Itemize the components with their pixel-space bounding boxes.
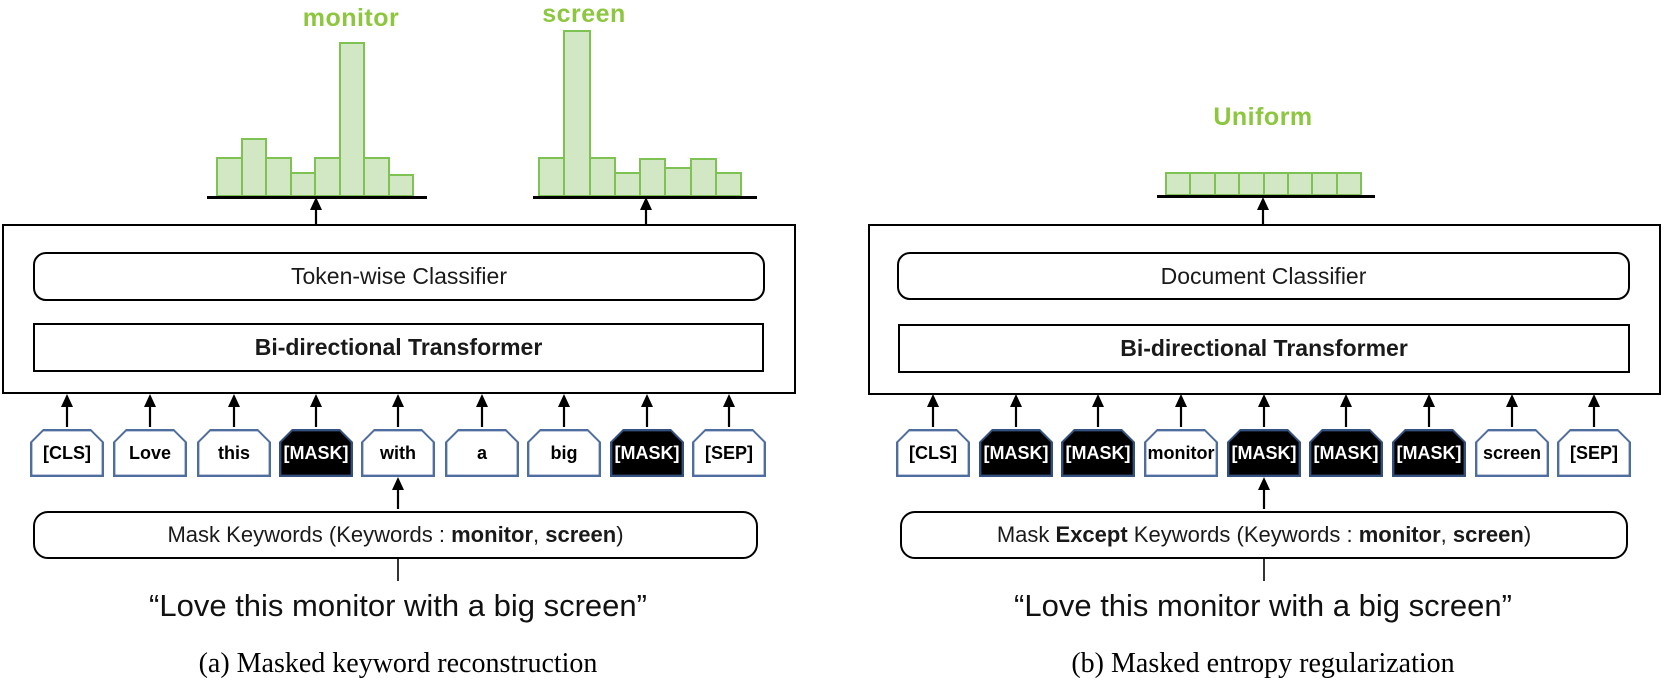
hist-bar: [1262, 172, 1289, 196]
hist-bar: [1311, 172, 1338, 196]
hist-bar: [1335, 172, 1362, 196]
mask-text: Mask: [996, 522, 1056, 547]
input-sentence-b: “Love this monitor with a big screen”: [1014, 588, 1512, 623]
hist-bar: [314, 156, 341, 197]
hist-bar: [538, 156, 566, 197]
mask-except-keywords-box: Mask Except Keywords (Keywords : monitor…: [900, 511, 1628, 559]
hist-bar: [1213, 172, 1241, 196]
hist-bar: [387, 173, 414, 197]
token-a-mask-2: [MASK]: [610, 429, 684, 477]
token-label: [MASK]: [614, 442, 680, 463]
histogram-uniform-baseline: [1157, 195, 1375, 198]
mask-text-bold: Except: [1055, 522, 1128, 547]
token-b-screen: screen: [1475, 429, 1549, 477]
hist-bar: [363, 156, 390, 197]
token-a-a: a: [445, 429, 519, 477]
hist-bar: [1286, 172, 1314, 196]
keyword-screen: screen: [1452, 522, 1524, 547]
hist-bar: [1165, 172, 1192, 196]
token-label: Love: [128, 442, 171, 463]
token-a-mask-1: [MASK]: [279, 429, 353, 477]
token-a-this: this: [197, 429, 271, 477]
mask-text: ): [1523, 522, 1532, 547]
transformer-box-a: Bi-directional Transformer: [33, 323, 764, 372]
token-label: [MASK]: [1231, 442, 1297, 463]
token-a-cls: [CLS]: [30, 429, 104, 477]
mask-text: ,: [533, 522, 546, 547]
mask-text: Keywords (Keywords :: [1127, 522, 1359, 547]
token-label: [CLS]: [43, 442, 91, 463]
hist-bar: [714, 171, 742, 197]
token-label: [SEP]: [1569, 442, 1618, 463]
token-label: [MASK]: [983, 442, 1049, 463]
token-a-big: big: [527, 429, 601, 477]
hist-bar: [588, 156, 616, 197]
token-label: [CLS]: [909, 442, 957, 463]
caption-b: (b) Masked entropy regularization: [1071, 648, 1455, 679]
distribution-label-monitor: monitor: [302, 4, 400, 32]
distribution-label-screen: screen: [542, 0, 626, 28]
document-classifier-label: Document Classifier: [1160, 262, 1367, 289]
token-b-mask-1: [MASK]: [979, 429, 1053, 477]
token-a-love: Love: [113, 429, 187, 477]
distribution-label-uniform: Uniform: [1213, 103, 1313, 131]
mask-text: ): [616, 522, 624, 547]
token-a-sep: [SEP]: [692, 429, 766, 477]
histogram-screen-baseline: [533, 196, 757, 199]
histogram-monitor-baseline: [207, 196, 427, 199]
hist-bar: [289, 172, 316, 197]
transformer-label-b: Bi-directional Transformer: [1120, 335, 1408, 361]
token-b-mask-3: [MASK]: [1227, 429, 1301, 477]
input-sentence-a: “Love this monitor with a big screen”: [149, 588, 647, 623]
token-label: [MASK]: [1313, 442, 1379, 463]
keyword-monitor: monitor: [1358, 522, 1441, 547]
token-label: [MASK]: [1396, 442, 1462, 463]
hist-bar: [1238, 172, 1265, 196]
transformer-label-a: Bi-directional Transformer: [254, 334, 543, 360]
caption-a: (a) Masked keyword reconstruction: [198, 648, 598, 679]
hist-bar: [338, 42, 365, 197]
token-wise-classifier-label: Token-wise Classifier: [290, 263, 507, 289]
token-b-sep: [SEP]: [1557, 429, 1631, 477]
transformer-box-b: Bi-directional Transformer: [898, 324, 1630, 373]
mask-keywords-box: Mask Keywords (Keywords : monitor, scree…: [33, 511, 758, 559]
token-a-with: with: [361, 429, 435, 477]
token-b-mask-4: [MASK]: [1309, 429, 1383, 477]
keyword-monitor: monitor: [451, 522, 534, 547]
token-b-mask-2: [MASK]: [1061, 429, 1135, 477]
token-label: [MASK]: [283, 442, 349, 463]
hist-bar: [689, 157, 717, 197]
token-label: this: [217, 442, 250, 463]
histogram-screen: [538, 30, 742, 197]
histogram-uniform: [1165, 172, 1362, 196]
hist-bar: [639, 157, 667, 197]
hist-bar: [240, 138, 267, 197]
token-label: a: [476, 442, 487, 463]
token-b-cls: [CLS]: [896, 429, 970, 477]
token-b-mask-5: [MASK]: [1392, 429, 1466, 477]
token-b-monitor: monitor: [1144, 429, 1218, 477]
token-label: [MASK]: [1065, 442, 1131, 463]
token-label: screen: [1482, 442, 1542, 463]
token-label: with: [380, 442, 416, 463]
histogram-monitor: [216, 42, 414, 197]
document-classifier-box: Document Classifier: [897, 252, 1630, 300]
hist-bar: [1189, 172, 1216, 196]
token-label: big: [550, 442, 578, 463]
hist-bar: [664, 166, 692, 197]
mask-text: Keywords (Keywords :: [226, 522, 452, 547]
keyword-screen: screen: [545, 522, 617, 547]
hist-bar: [613, 171, 641, 197]
mask-text: Mask: [167, 522, 227, 547]
hist-bar: [563, 30, 591, 197]
token-wise-classifier-box: Token-wise Classifier: [33, 252, 765, 301]
hist-bar: [265, 156, 292, 197]
hist-bar: [216, 156, 243, 197]
mask-text: ,: [1440, 522, 1453, 547]
token-label: monitor: [1147, 442, 1215, 463]
token-label: [SEP]: [704, 442, 753, 463]
